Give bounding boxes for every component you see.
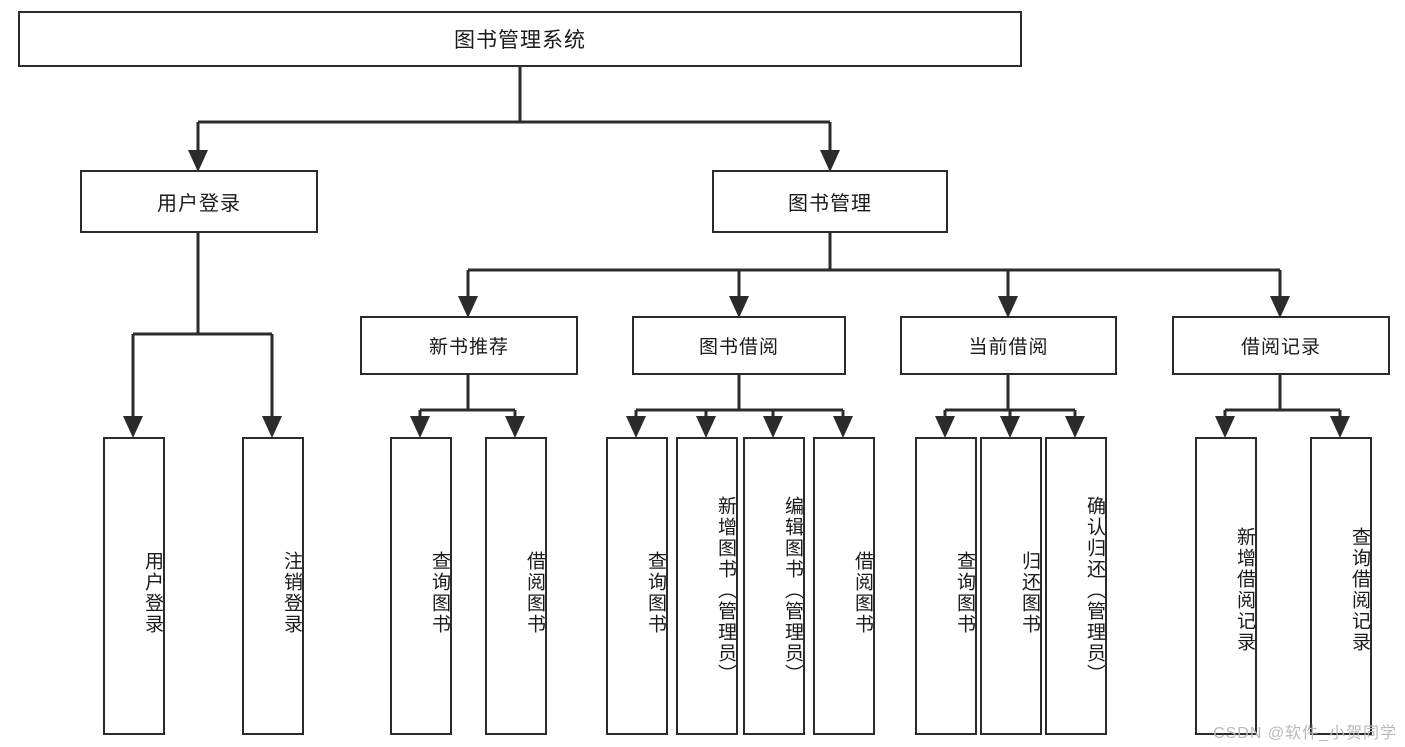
leaf-user-login-signin[interactable]: 用户登录 <box>103 437 165 735</box>
arrowhead-record <box>1270 296 1290 318</box>
leaf-user-login-signout[interactable]: 注销登录 <box>242 437 304 735</box>
arrowhead-recommend-leaf2 <box>505 416 525 438</box>
node-new-book-recommend[interactable]: 新书推荐 <box>360 316 578 375</box>
arrowhead-current-leaf3 <box>1065 416 1085 438</box>
arrowhead-current-leaf1 <box>935 416 955 438</box>
arrowhead-user-login <box>188 150 208 172</box>
leaf-record-query-record[interactable]: 查询借阅记录 <box>1310 437 1372 735</box>
arrowhead-record-leaf2 <box>1330 416 1350 438</box>
node-borrow-record[interactable]: 借阅记录 <box>1172 316 1390 375</box>
node-current-borrow[interactable]: 当前借阅 <box>900 316 1117 375</box>
node-user-login[interactable]: 用户登录 <box>80 170 318 233</box>
node-book-borrow[interactable]: 图书借阅 <box>632 316 846 375</box>
arrowhead-borrow <box>729 296 749 318</box>
leaf-borrow-borrow-book[interactable]: 借阅图书 <box>813 437 875 735</box>
leaf-current-query-book[interactable]: 查询图书 <box>915 437 977 735</box>
arrowhead-recommend-leaf1 <box>410 416 430 438</box>
leaf-borrow-edit-book-admin[interactable]: 编辑图书（管理员） <box>743 437 805 735</box>
arrowhead-recommend <box>458 296 478 318</box>
leaf-current-return-book[interactable]: 归还图书 <box>980 437 1042 735</box>
arrowhead-user-login-leaf2 <box>262 416 282 438</box>
leaf-recommend-borrow-book[interactable]: 借阅图书 <box>485 437 547 735</box>
leaf-borrow-query-book[interactable]: 查询图书 <box>606 437 668 735</box>
leaf-record-add-record[interactable]: 新增借阅记录 <box>1195 437 1257 735</box>
arrowhead-user-login-leaf1 <box>123 416 143 438</box>
leaf-recommend-query-book[interactable]: 查询图书 <box>390 437 452 735</box>
leaf-borrow-add-book-admin[interactable]: 新增图书（管理员） <box>676 437 738 735</box>
arrowhead-borrow-leaf1 <box>626 416 646 438</box>
arrowhead-borrow-leaf2 <box>696 416 716 438</box>
csdn-watermark: CSDN @软件_小贺同学 <box>1213 725 1397 742</box>
arrowhead-borrow-leaf3 <box>763 416 783 438</box>
arrowhead-record-leaf1 <box>1215 416 1235 438</box>
arrowhead-book-manage <box>820 150 840 172</box>
leaf-current-confirm-return-admin[interactable]: 确认归还（管理员） <box>1045 437 1107 735</box>
node-root[interactable]: 图书管理系统 <box>18 11 1022 67</box>
arrowhead-borrow-leaf4 <box>833 416 853 438</box>
arrowhead-current-leaf2 <box>1000 416 1020 438</box>
arrowhead-current <box>998 296 1018 318</box>
node-book-manage[interactable]: 图书管理 <box>712 170 948 233</box>
